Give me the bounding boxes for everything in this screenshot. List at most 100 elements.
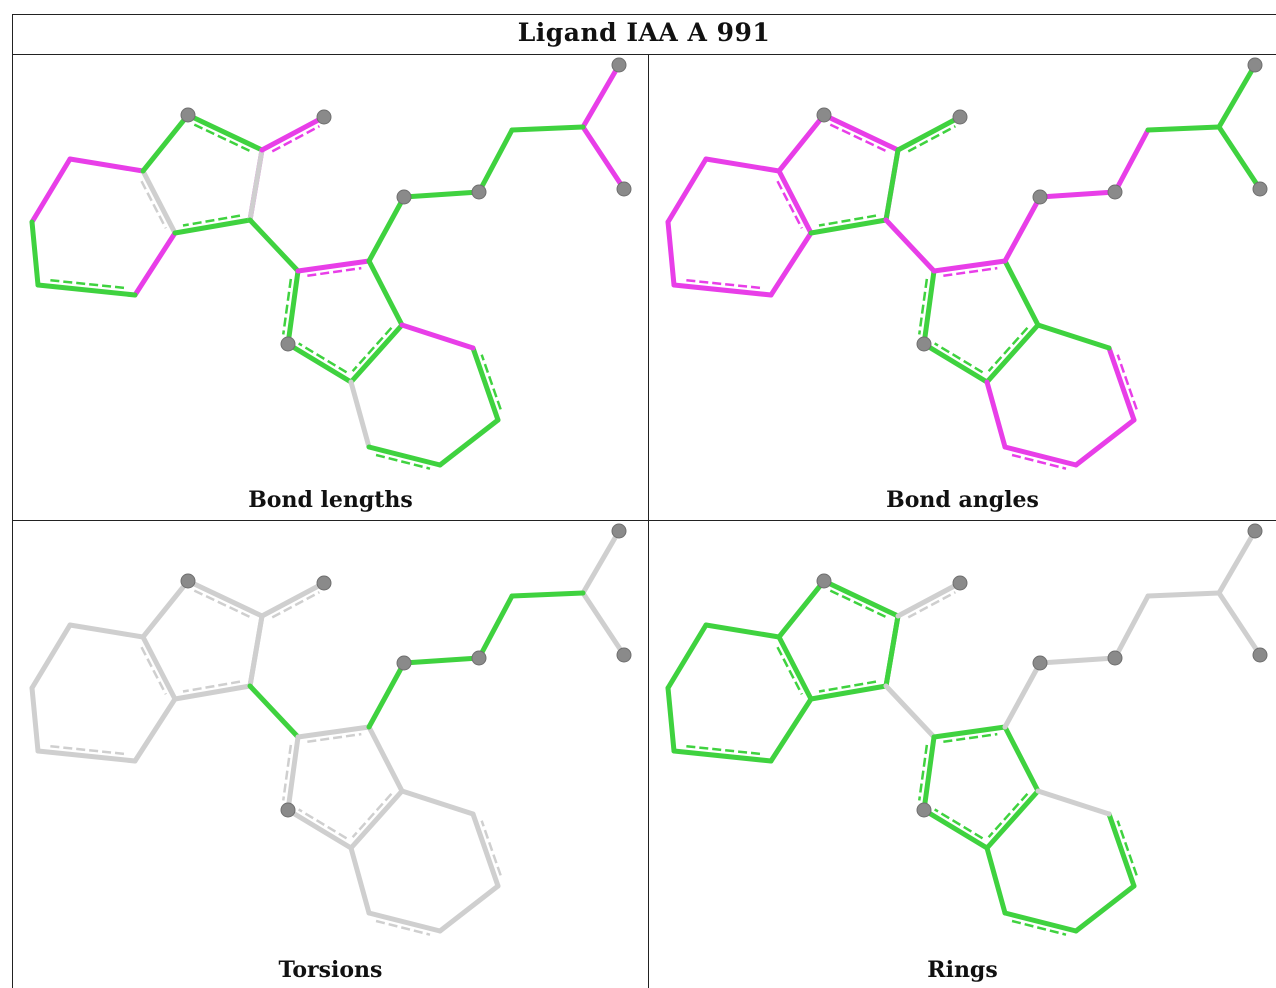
bond-b17 xyxy=(348,379,372,450)
bond-b18 xyxy=(366,444,443,470)
molecule-rings xyxy=(665,523,1268,936)
bond-b17 xyxy=(984,845,1008,916)
bond-b1 xyxy=(703,622,782,640)
bond-b15 xyxy=(348,322,405,385)
bond-b20 xyxy=(470,345,502,423)
bond-b21 xyxy=(399,322,476,351)
panel-caption: Torsions xyxy=(278,957,383,983)
bond-b24 xyxy=(366,660,407,730)
atom-a11 xyxy=(1032,655,1048,671)
bond-b22 xyxy=(1216,528,1258,596)
bond-b19 xyxy=(1073,417,1137,468)
bond-b23 xyxy=(580,124,627,192)
figure-title: Ligand IAA A 991 xyxy=(517,18,771,47)
bond-b24 xyxy=(1002,194,1043,264)
bond-b13 xyxy=(931,258,1008,277)
bond-b2 xyxy=(776,634,814,702)
bond-b6 xyxy=(776,578,827,640)
atom-a11 xyxy=(396,189,412,205)
bond-b12 xyxy=(918,734,937,813)
panel-caption: Bond angles xyxy=(886,487,1039,513)
bond-b28 xyxy=(259,580,327,619)
bond-b21 xyxy=(1035,322,1112,351)
atom-a9 xyxy=(952,575,968,591)
bond-b3 xyxy=(768,696,814,764)
atom-a19 xyxy=(1247,523,1263,539)
bond-b7 xyxy=(185,112,265,153)
column-divider xyxy=(648,54,649,988)
atom-a9 xyxy=(952,109,968,125)
bond-b27 xyxy=(1145,590,1222,599)
bond-b20 xyxy=(1106,811,1138,889)
bond-b20 xyxy=(1106,345,1138,423)
atom-a13 xyxy=(1107,650,1123,666)
bond-b28 xyxy=(259,114,327,153)
bond-b22 xyxy=(580,62,622,130)
bond-b6 xyxy=(776,112,827,174)
bond-b16 xyxy=(285,341,354,385)
bond-b0 xyxy=(29,622,73,691)
bond-b5 xyxy=(665,685,677,754)
atom-a15 xyxy=(280,336,296,352)
bond-b7 xyxy=(185,578,265,619)
bond-b7 xyxy=(821,578,901,619)
bond-b25 xyxy=(401,189,482,200)
atom-a9 xyxy=(316,109,332,125)
bond-b4 xyxy=(35,744,138,764)
bond-b14 xyxy=(1002,258,1041,328)
bond-b5 xyxy=(29,685,41,754)
bond-b16 xyxy=(921,807,990,851)
bond-b19 xyxy=(1073,883,1137,934)
atom-a21 xyxy=(616,181,632,197)
bond-b9 xyxy=(808,214,889,236)
atom-a19 xyxy=(611,57,627,73)
atom-a13 xyxy=(471,650,487,666)
atom-a2 xyxy=(180,573,196,589)
panel-bond-angles: Bond angles xyxy=(649,55,1276,520)
panel-rings: Rings xyxy=(649,521,1276,988)
bond-b4 xyxy=(671,744,774,764)
panel-caption: Rings xyxy=(927,957,998,983)
bond-b10 xyxy=(883,147,901,223)
bond-b22 xyxy=(1216,62,1258,130)
bond-b15 xyxy=(348,788,405,851)
bond-b6 xyxy=(140,112,191,174)
atom-a21 xyxy=(1252,647,1268,663)
bond-b7 xyxy=(821,112,901,153)
atom-a9 xyxy=(316,575,332,591)
bond-b2 xyxy=(140,634,178,702)
bond-b11 xyxy=(247,217,301,274)
bond-b12 xyxy=(282,734,301,813)
bond-b18 xyxy=(366,910,443,936)
bond-b6 xyxy=(140,578,191,640)
atom-a21 xyxy=(1252,181,1268,197)
panel-caption: Bond lengths xyxy=(248,487,413,513)
panel-bond-lengths: Bond lengths xyxy=(13,55,648,520)
bond-b9 xyxy=(172,680,253,702)
atom-a15 xyxy=(280,802,296,818)
bond-b26 xyxy=(1112,127,1151,195)
bond-b28 xyxy=(895,114,963,153)
atom-a11 xyxy=(396,655,412,671)
bond-b11 xyxy=(883,683,937,740)
bond-b27 xyxy=(509,590,586,599)
bond-b9 xyxy=(808,680,889,702)
atom-a19 xyxy=(1247,57,1263,73)
bond-b16 xyxy=(285,807,354,851)
atom-a2 xyxy=(180,107,196,123)
bond-b3 xyxy=(132,696,178,764)
bond-b26 xyxy=(476,593,515,661)
molecule-torsions xyxy=(29,523,632,936)
bond-b14 xyxy=(366,258,405,328)
bond-b15 xyxy=(984,788,1041,851)
bond-b27 xyxy=(1145,124,1222,133)
bond-b0 xyxy=(665,622,709,691)
molecule-bond-angles xyxy=(665,57,1268,470)
bond-b1 xyxy=(703,156,782,174)
bond-b25 xyxy=(1037,189,1118,200)
bond-b1 xyxy=(67,622,146,640)
bond-b15 xyxy=(984,322,1041,385)
atom-a2 xyxy=(816,107,832,123)
bond-b18 xyxy=(1002,910,1079,936)
bond-b13 xyxy=(295,724,372,743)
